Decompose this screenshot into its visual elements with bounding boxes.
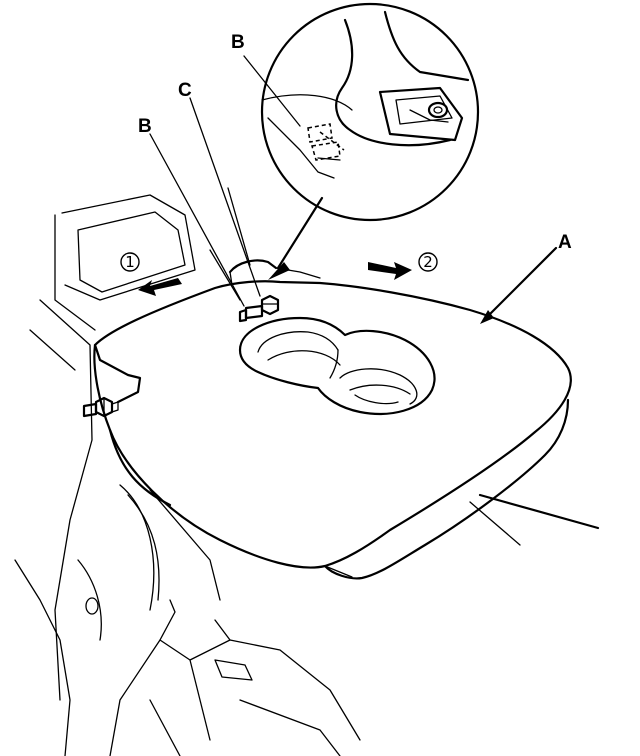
clip-c-fastener: [238, 294, 280, 323]
console-body: [93, 259, 572, 580]
label-a: A: [558, 232, 572, 253]
label-c: C: [178, 80, 192, 101]
label-b-inset: B: [231, 32, 245, 53]
step-marker-2: 2: [418, 252, 438, 272]
arrow-step-2: [368, 262, 412, 280]
inset-pointer-arrow: [268, 196, 324, 280]
cup-holder: [238, 316, 436, 416]
seat-frame-background: [14, 187, 600, 756]
step-number-2: 2: [423, 253, 433, 271]
arrow-step-1: [138, 278, 182, 296]
detail-inset: [260, 2, 480, 222]
leader-lines: [149, 55, 558, 324]
side-bolt: [82, 396, 119, 418]
label-b-main: B: [138, 116, 152, 137]
step-marker-1: 1: [120, 252, 140, 272]
step-number-1: 1: [125, 253, 135, 271]
